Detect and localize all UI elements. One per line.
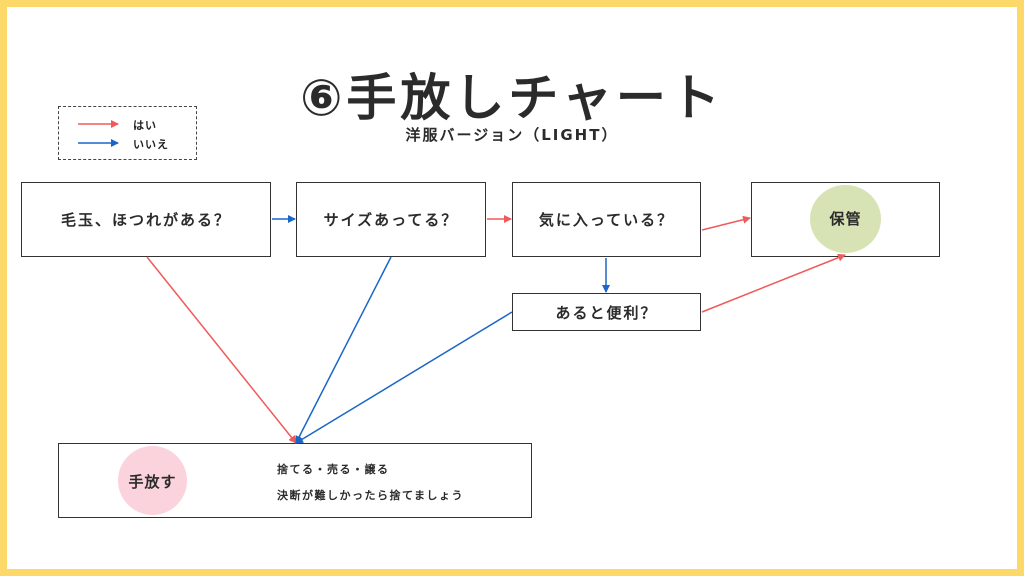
question-size-box: サイズあってる？ (296, 182, 486, 257)
arrow-like-yes (701, 215, 751, 231)
discard-note-actions: 捨てる・売る・譲る (277, 463, 390, 476)
question-useful-label: あると便利？ (555, 303, 658, 322)
page-subtitle: 洋服バージョン（LIGHT） (405, 126, 619, 144)
discard-note-advice: 決断が難しかったら捨てましょう (277, 489, 464, 502)
question-like-label: 気に入っている？ (538, 211, 675, 229)
legend-yes: はい (59, 118, 198, 134)
arrow-useful-yes (701, 253, 846, 313)
discard-circle (118, 446, 187, 515)
arrow-pilling-yes (146, 256, 297, 444)
legend: はい いいえ (58, 106, 197, 160)
question-like-box: 気に入っている？ (512, 182, 701, 257)
arrow-useful-no (295, 311, 513, 444)
arrow-size-no (295, 256, 392, 444)
keep-label: 保管 (829, 210, 862, 228)
legend-no: いいえ (59, 137, 198, 153)
discard-label: 手放す (128, 473, 177, 491)
legend-yes-label: はい (133, 119, 157, 132)
legend-no-label: いいえ (133, 138, 169, 151)
question-size-label: サイズあってる？ (323, 211, 459, 229)
question-pilling-box: 毛玉、ほつれがある？ (21, 182, 271, 257)
question-useful-box: あると便利？ (512, 293, 701, 331)
question-pilling-label: 毛玉、ほつれがある？ (60, 211, 231, 229)
keep-circle (810, 185, 881, 253)
page-title: ⑥手放しチャート (300, 69, 724, 127)
